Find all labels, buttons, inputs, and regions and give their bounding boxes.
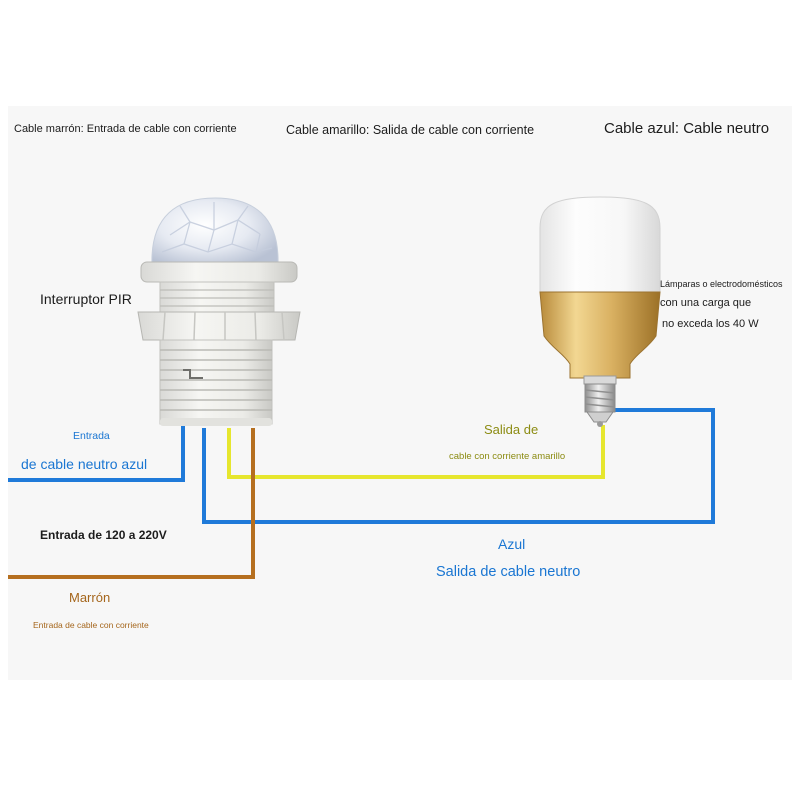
legend-blue-wire: Cable azul: Cable neutro: [604, 120, 770, 137]
yellow-live-output-wire: [227, 425, 605, 479]
blue-wire-title: Azul: [498, 536, 526, 552]
legend-brown-wire: Cable marrón: Entrada de cable con corri…: [14, 123, 237, 135]
voltage-input-label: Entrada de 120 a 220V: [40, 528, 167, 542]
brown-wire-title: Marrón: [69, 590, 111, 605]
lamp-note-line1: Lámparas o electrodomésticos: [660, 279, 783, 289]
lamp-note-line3: no exceda los 40 W: [662, 318, 759, 330]
brown-live-input-wire: [8, 428, 255, 579]
legend-yellow-wire: Cable amarillo: Salida de cable con corr…: [286, 123, 535, 137]
brown-wire-subtitle: Entrada de cable con corriente: [33, 620, 149, 630]
pir-sensor-icon: [137, 197, 301, 426]
blue-wire-subtitle: Salida de cable neutro: [436, 564, 581, 580]
neutral-input-label-line1: Entrada: [73, 430, 110, 442]
lamp-note-line2: con una carga que: [660, 297, 752, 309]
blue-neutral-output-wire: [202, 408, 715, 524]
yellow-wire-subtitle: cable con corriente amarillo: [449, 451, 566, 462]
pir-switch-label: Interruptor PIR: [40, 291, 132, 307]
neutral-input-label-line2: de cable neutro azul: [21, 456, 148, 472]
blue-neutral-input-wire: [8, 422, 185, 482]
diagram-background: [8, 106, 792, 680]
yellow-wire-title: Salida de: [484, 422, 539, 437]
led-bulb-icon: [539, 196, 661, 427]
